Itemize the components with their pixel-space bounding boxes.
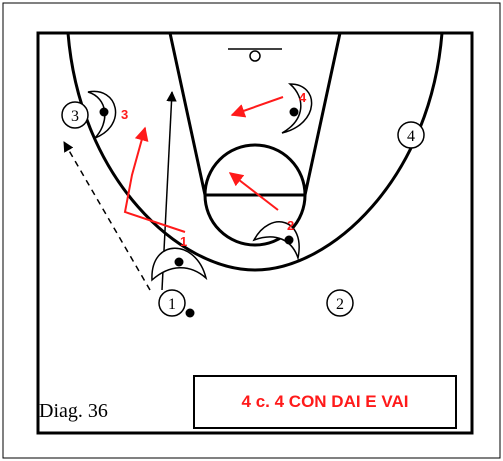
defender-1-label: 1 <box>180 234 187 249</box>
diagram-title: 4 c. 4 CON DAI E VAI <box>241 392 409 411</box>
defender-4-label: 4 <box>299 90 307 105</box>
ball <box>185 308 195 318</box>
title-box: 4 c. 4 CON DAI E VAI <box>193 375 457 429</box>
diagram-caption: Diag. 36 <box>39 400 108 422</box>
player-4-offense: 4 <box>397 121 425 149</box>
lane <box>168 32 342 197</box>
defender-1-marker <box>151 247 208 282</box>
court-border <box>36 31 474 435</box>
player-2-label: 2 <box>336 296 344 313</box>
defender-2-move-arrow <box>228 172 279 211</box>
three-point-arc <box>66 32 444 272</box>
hoop <box>249 50 261 62</box>
player-1-offense: 1 <box>158 289 195 318</box>
defender-1-move-arrow <box>123 126 186 233</box>
player-2-offense: 2 <box>326 289 354 317</box>
player-3-offense: 3 <box>61 101 89 129</box>
player-1-label: 1 <box>168 296 176 313</box>
defender-2-marker <box>252 221 300 261</box>
defender-3-marker <box>87 90 117 139</box>
player-3-label: 3 <box>71 108 79 125</box>
defender-3-label: 3 <box>121 107 128 122</box>
free-throw-circle <box>203 143 307 247</box>
defender-4-marker <box>281 83 313 134</box>
defender-4-move-arrow <box>230 96 284 118</box>
player-4-label: 4 <box>407 128 415 145</box>
defender-2-label: 2 <box>287 218 294 233</box>
